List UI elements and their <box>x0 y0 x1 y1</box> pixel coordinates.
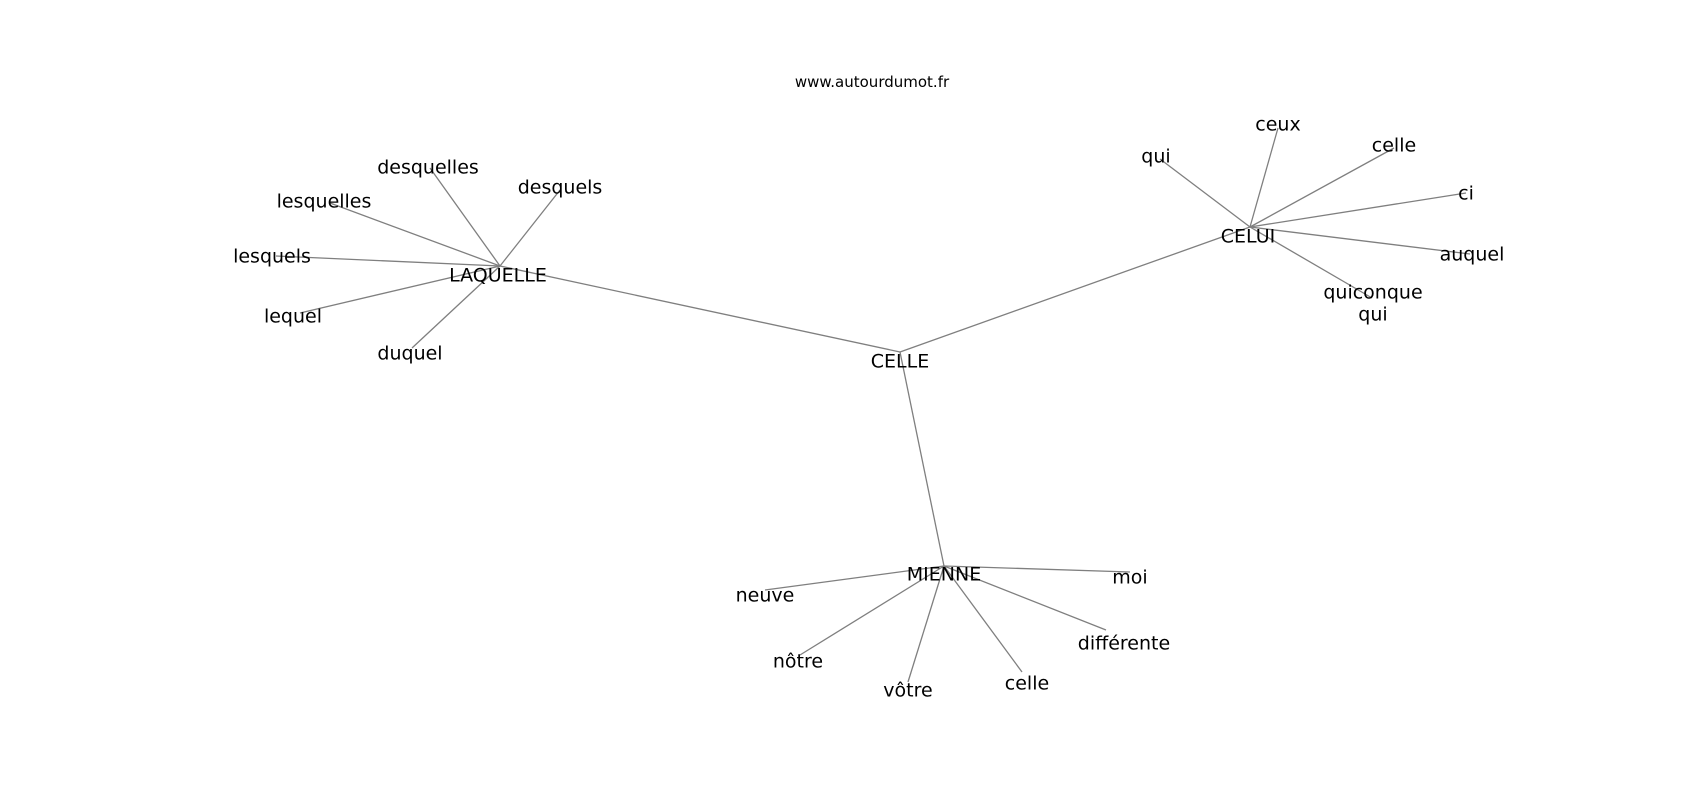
edge-mienne-votre <box>907 565 945 683</box>
node-laquelle: LAQUELLE <box>449 265 547 287</box>
node-differente: différente <box>1078 633 1170 655</box>
node-qui: qui <box>1141 146 1170 168</box>
nodes-layer: CELLE LAQUELLE CELUI MIENNE desquelles desque… <box>233 114 1504 702</box>
edge-celui-auquel <box>1249 226 1471 255</box>
node-celle-center: CELLE <box>871 351 929 373</box>
site-url: www.autourdumot.fr <box>795 73 950 91</box>
edge-mienne-notre <box>799 565 945 656</box>
node-celle-mienne: celle <box>1005 673 1049 695</box>
node-ci: ci <box>1458 183 1474 205</box>
node-duquel: duquel <box>377 343 442 365</box>
node-notre: nôtre <box>773 651 823 673</box>
edge-celle-center-celui <box>899 226 1251 353</box>
edge-celui-qui <box>1159 158 1251 228</box>
edge-laquelle-duquel <box>411 265 501 349</box>
edge-laquelle-desquels <box>499 189 561 267</box>
edge-laquelle-lequel <box>299 265 501 314</box>
edge-mienne-neuve <box>764 565 945 591</box>
node-qui-2: qui <box>1358 304 1387 326</box>
edge-celle-center-laquelle <box>499 265 901 353</box>
node-mienne: MIENNE <box>907 564 981 586</box>
node-lesquelles: lesquelles <box>277 191 372 213</box>
node-lesquels: lesquels <box>233 246 311 268</box>
node-moi: moi <box>1112 567 1147 589</box>
edge-mienne-differente <box>943 565 1107 631</box>
edge-celui-ceux <box>1249 127 1279 228</box>
edge-celui-celle-celui <box>1249 147 1395 228</box>
node-votre: vôtre <box>883 680 932 702</box>
node-celui: CELUI <box>1221 226 1275 248</box>
edge-laquelle-desquelles <box>429 167 501 267</box>
edge-mienne-celle-mienne <box>943 565 1023 673</box>
edge-celui-quiconque <box>1249 226 1373 299</box>
node-ceux: ceux <box>1255 114 1300 136</box>
edge-celle-center-mienne <box>899 351 945 567</box>
node-lequel: lequel <box>264 306 322 328</box>
node-desquels: desquels <box>518 177 603 199</box>
edge-laquelle-lesquelles <box>329 202 501 267</box>
edge-laquelle-lesquels <box>275 255 501 267</box>
node-celle-celui: celle <box>1372 135 1416 157</box>
node-neuve: neuve <box>736 585 795 607</box>
node-auquel: auquel <box>1440 244 1505 266</box>
node-quiconque: quiconque <box>1323 282 1422 304</box>
node-desquelles: desquelles <box>377 157 479 179</box>
edge-mienne-moi <box>943 565 1131 573</box>
edges-layer <box>275 127 1471 683</box>
edge-celui-ci <box>1249 192 1467 228</box>
